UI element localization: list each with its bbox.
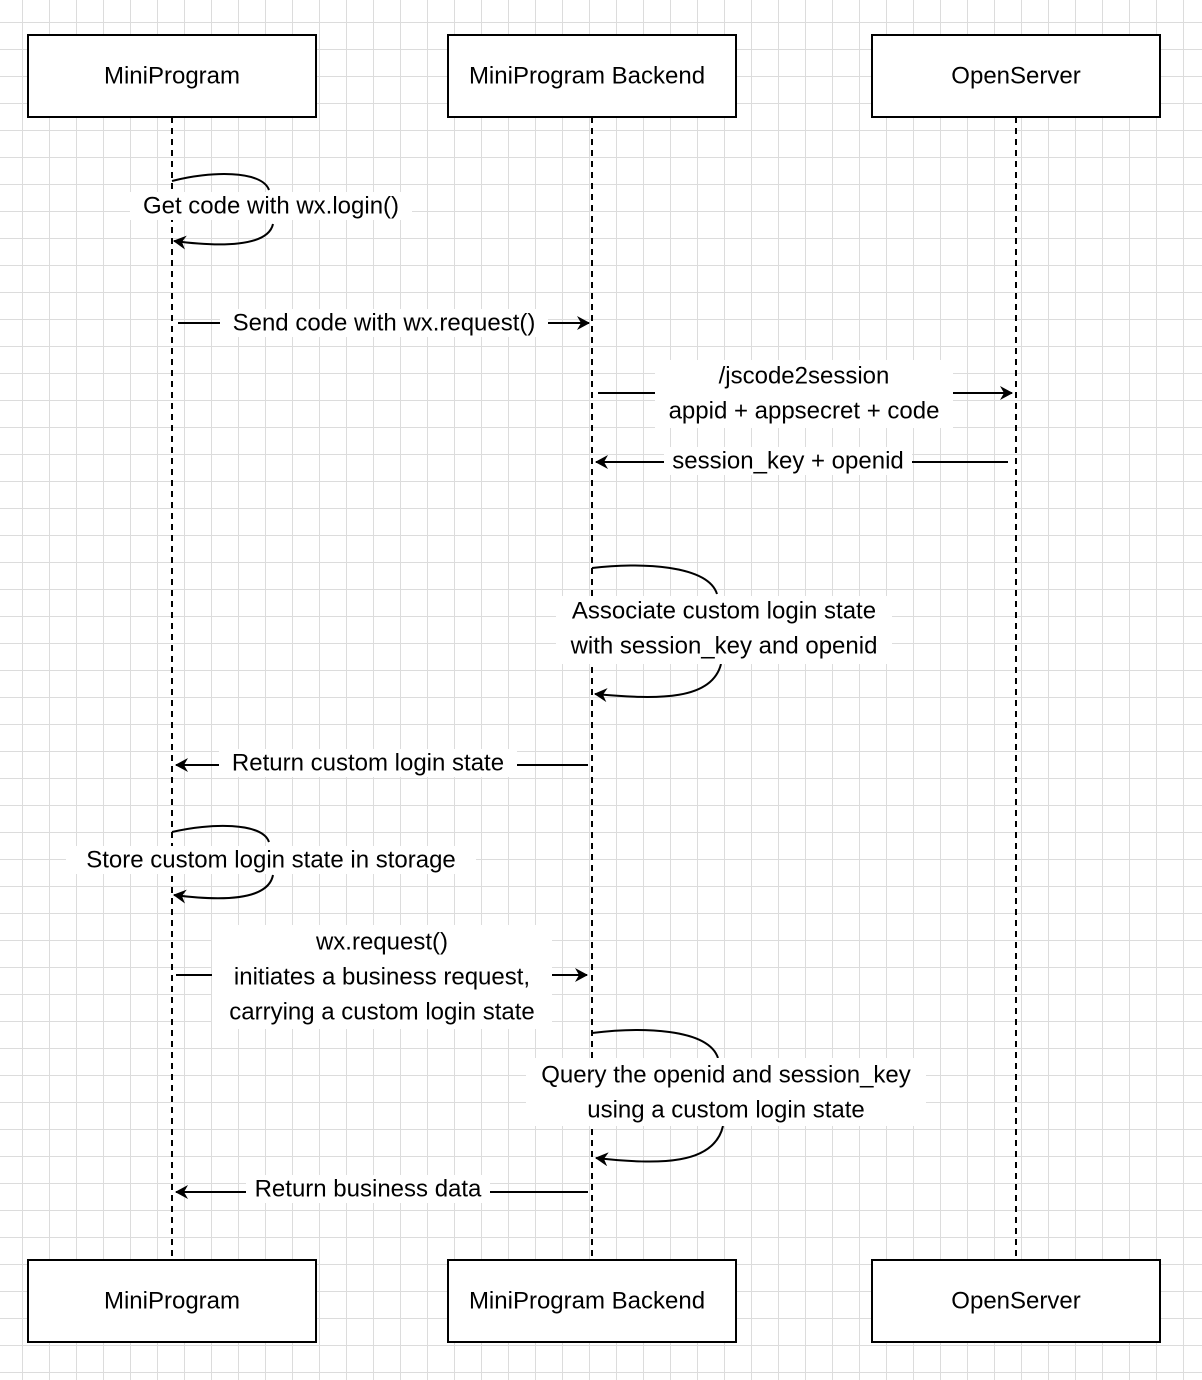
message-get-code: Get code with wx.login() [130,173,412,250]
actor-openserver-top[interactable]: OpenServer [871,34,1161,118]
message-jscode2session-line2: appid + appsecret + code [669,398,940,425]
message-return-data-label: Return business data [255,1176,482,1203]
actor-backend-bottom[interactable]: MiniProgram Backend [447,1259,737,1343]
message-jscode2session: /jscode2session appid + appsecret + code [598,360,1013,428]
message-query-openid-line2: using a custom login state [587,1097,865,1124]
message-send-code: Send code with wx.request() [178,309,590,337]
message-business-request-line3: carrying a custom login state [229,999,534,1026]
message-return-state: Return custom login state [175,749,588,777]
message-query-openid-line1: Query the openid and session_key [541,1062,911,1089]
actor-backend-top[interactable]: MiniProgram Backend [447,34,737,118]
actor-openserver-bottom-label: OpenServer [951,1288,1080,1315]
actor-miniprogram-top-label: MiniProgram [104,63,240,90]
message-get-code-label: Get code with wx.login() [143,193,399,220]
message-business-request-line2: initiates a business request, [234,964,530,991]
message-return-data: Return business data [175,1175,588,1203]
message-session-key-openid: session_key + openid [595,447,1008,475]
actor-openserver-top-label: OpenServer [951,63,1080,90]
message-store-state-label: Store custom login state in storage [86,847,456,874]
actor-miniprogram-bottom[interactable]: MiniProgram [27,1259,317,1343]
message-query-openid: Query the openid and session_key using a… [526,1029,926,1167]
actor-backend-bottom-label: MiniProgram Backend [469,1288,705,1315]
message-business-request-line1: wx.request() [315,929,448,956]
message-jscode2session-line1: /jscode2session [719,363,890,390]
actor-miniprogram-top[interactable]: MiniProgram [27,34,317,118]
message-associate-state-line2: with session_key and openid [570,633,878,660]
actor-miniprogram-bottom-label: MiniProgram [104,1288,240,1315]
message-business-request: wx.request() initiates a business reques… [176,925,588,1029]
message-associate-state-line1: Associate custom login state [572,598,876,625]
actor-backend-top-label: MiniProgram Backend [469,63,705,90]
actor-openserver-bottom[interactable]: OpenServer [871,1259,1161,1343]
message-send-code-label: Send code with wx.request() [233,310,536,337]
message-store-state: Store custom login state in storage [66,824,476,904]
message-associate-state: Associate custom login state with sessio… [556,564,892,703]
message-session-key-openid-label: session_key + openid [672,448,904,475]
message-return-state-label: Return custom login state [232,750,504,777]
